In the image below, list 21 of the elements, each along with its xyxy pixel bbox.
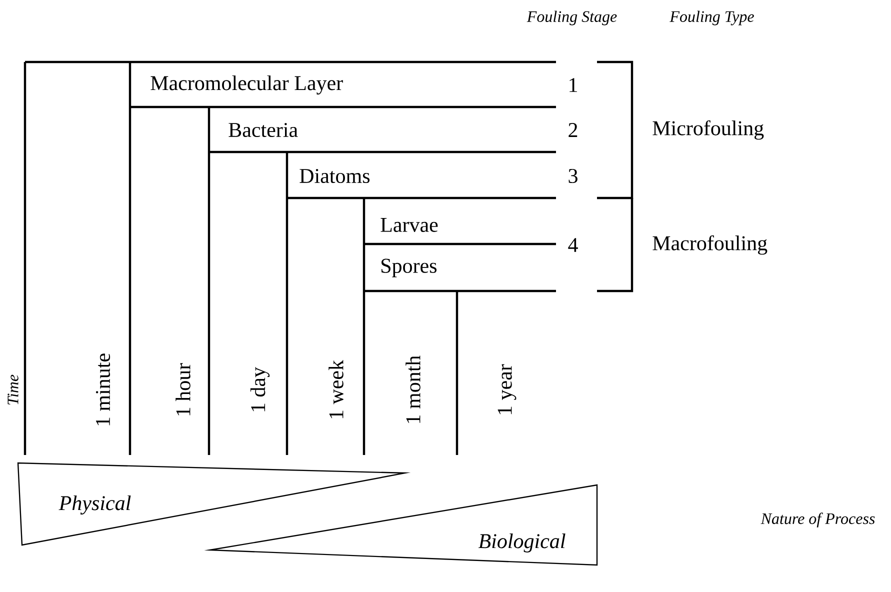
axis-label: Nature of Process <box>760 512 875 528</box>
stage-number: 3 <box>568 168 578 184</box>
time-label: 1 month <box>406 356 420 423</box>
time-label: 1 week <box>328 360 344 418</box>
layer-label: Bacteria <box>228 122 298 138</box>
stage-number: 4 <box>568 238 578 252</box>
layer-label: Larvae <box>380 218 438 232</box>
layer-label: Macromolecular Layer <box>150 75 343 95</box>
stage-number: 2 <box>568 123 578 137</box>
layer-label: Diatoms <box>300 168 370 184</box>
type-label: Microfouling <box>652 120 764 140</box>
time-label: 1 day <box>250 367 270 412</box>
column-heading: Fouling Stage <box>526 10 617 26</box>
axis-label: Time <box>8 374 18 405</box>
time-label: 1 year <box>498 364 516 414</box>
layer-label: Spores <box>382 258 437 278</box>
time-label: 1 hour <box>176 363 190 416</box>
column-heading: Fouling Type <box>670 10 754 26</box>
stage-number: 1 <box>570 78 577 92</box>
time-label: 1 minute <box>96 354 110 426</box>
type-label: Macrofouling <box>652 235 768 255</box>
